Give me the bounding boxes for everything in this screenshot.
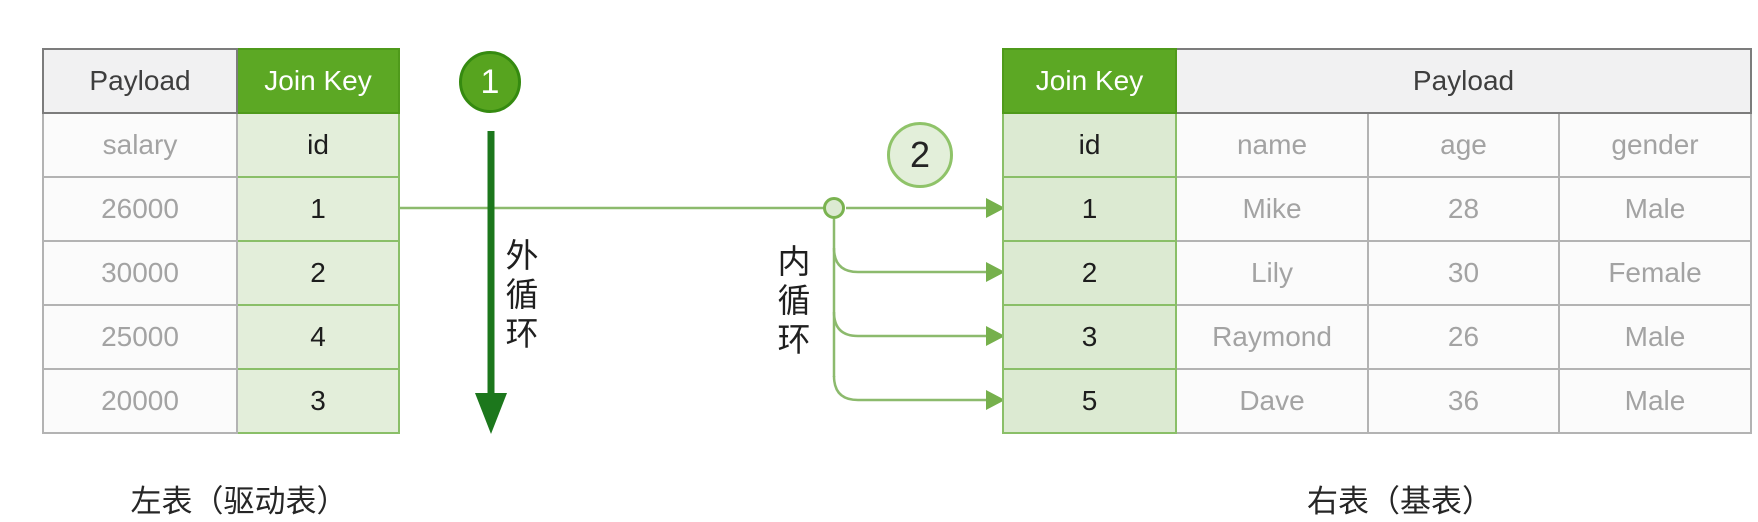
right-cell-gender: Female [1558,240,1752,306]
branch-row3 [832,311,988,338]
inner-loop-label: 内循环 [773,244,810,361]
left-table-caption: 左表（驱动表） [130,484,348,519]
left-cell-payload: 26000 [42,176,238,242]
left-table-header-row: Payload Join Key [42,48,400,114]
table-row: 2 Lily 30 Female [1002,240,1752,306]
right-cell-join-key: id [1002,112,1177,178]
table-row: 25000 4 [42,304,400,370]
right-cell-join-key: 1 [1002,176,1177,242]
left-cell-join-key: 2 [236,240,400,306]
table-row: 20000 3 [42,368,400,434]
right-header-payload: Payload [1175,48,1752,114]
left-cell-join-key: 4 [236,304,400,370]
table-row: 3 Raymond 26 Male [1002,304,1752,370]
right-table: Join Key Payload id name age gender 1 Mi… [1002,48,1752,434]
left-header-payload: Payload [42,48,238,114]
table-row: id name age gender [1002,112,1752,178]
right-cell-join-key: 3 [1002,304,1177,370]
right-cell-name: Raymond [1175,304,1369,370]
table-row: 30000 2 [42,240,400,306]
right-cell-age: 36 [1367,368,1560,434]
table-row: 1 Mike 28 Male [1002,176,1752,242]
left-cell-payload: salary [42,112,238,178]
right-cell-name: Lily [1175,240,1369,306]
left-cell-payload: 25000 [42,304,238,370]
branch-row2 [832,247,988,274]
right-table-header-row: Join Key Payload [1002,48,1752,114]
branch-node-icon [823,197,845,219]
right-cell-name: Dave [1175,368,1369,434]
right-cell-gender: Male [1558,304,1752,370]
table-row: salary id [42,112,400,178]
right-cell-gender: Male [1558,176,1752,242]
right-cell-gender: Male [1558,368,1752,434]
right-cell-gender: gender [1558,112,1752,178]
left-cell-join-key: id [236,112,400,178]
outer-loop-label: 外循环 [501,238,538,355]
left-cell-join-key: 1 [236,176,400,242]
right-cell-join-key: 5 [1002,368,1177,434]
left-cell-join-key: 3 [236,368,400,434]
right-cell-name: name [1175,112,1369,178]
table-row: 5 Dave 36 Male [1002,368,1752,434]
table-row: 26000 1 [42,176,400,242]
step-1-badge: 1 [459,51,521,113]
left-cell-payload: 30000 [42,240,238,306]
right-cell-age: 26 [1367,304,1560,370]
right-cell-age: 30 [1367,240,1560,306]
right-cell-name: Mike [1175,176,1369,242]
right-table-caption: 右表（基表） [1307,484,1493,519]
right-header-join-key: Join Key [1002,48,1177,114]
right-cell-age: 28 [1367,176,1560,242]
right-cell-age: age [1367,112,1560,178]
step-2-badge: 2 [887,122,953,188]
left-cell-payload: 20000 [42,368,238,434]
outer-loop-arrowhead-icon [475,393,507,434]
branch-row5 [832,375,988,402]
right-cell-join-key: 2 [1002,240,1177,306]
left-table: Payload Join Key salary id 26000 1 30000… [42,48,400,434]
left-header-join-key: Join Key [236,48,400,114]
